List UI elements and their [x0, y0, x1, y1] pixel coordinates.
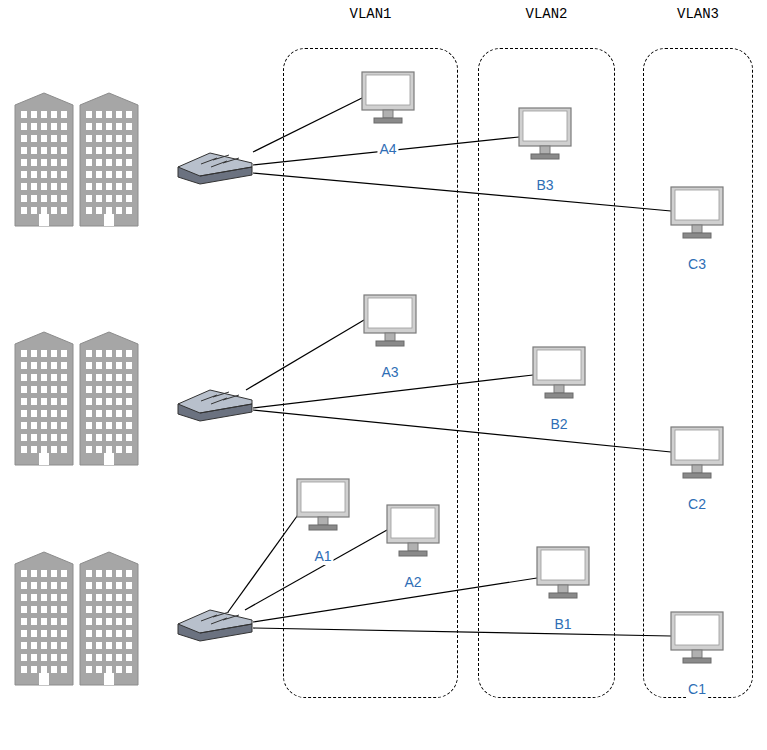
building — [80, 332, 138, 465]
building — [15, 332, 73, 465]
monitor-icon — [669, 426, 725, 484]
network-cable — [253, 578, 537, 622]
vlan-boundary — [283, 48, 458, 698]
monitor-icon — [362, 294, 418, 352]
monitor-icon — [360, 71, 416, 129]
monitor-icon — [295, 478, 351, 536]
building — [80, 552, 138, 685]
vlan-group: VLAN2B3B2B1 — [478, 5, 615, 698]
vlan-name: VLAN3 — [643, 5, 753, 23]
network-cable — [253, 137, 519, 165]
network-switch — [178, 390, 252, 421]
network-cable — [253, 410, 671, 452]
computer-label: A4 — [377, 141, 398, 158]
computer: A3 — [362, 294, 418, 392]
monitor-icon — [517, 107, 573, 165]
network-switch — [178, 153, 252, 184]
network-cable — [228, 512, 300, 612]
computer: A2 — [385, 504, 441, 602]
network-cable — [253, 173, 671, 211]
network-cable — [245, 530, 387, 610]
computer-label: C1 — [686, 681, 708, 698]
computer-label: A2 — [402, 574, 423, 591]
vlan-group: VLAN3C3C2C1 — [643, 5, 753, 698]
computer-label: A3 — [379, 364, 400, 381]
computer: A1 — [295, 478, 351, 576]
network-cable — [253, 628, 671, 636]
vlan-boundary — [643, 48, 753, 698]
vlan-group: VLAN1A4A3A1A2 — [283, 5, 458, 698]
vlan-name: VLAN2 — [478, 5, 615, 23]
computer-label: B2 — [548, 416, 569, 433]
building — [15, 93, 73, 226]
computer: B1 — [535, 546, 591, 644]
vlan-name: VLAN1 — [283, 5, 458, 23]
computer-label: B1 — [552, 616, 573, 633]
building — [15, 552, 73, 685]
computer-label: B3 — [534, 177, 555, 194]
monitor-icon — [669, 611, 725, 669]
monitor-icon — [535, 546, 591, 604]
network-switch — [178, 610, 252, 641]
monitor-icon — [531, 346, 587, 404]
building — [80, 93, 138, 226]
computer: B2 — [531, 346, 587, 444]
computer: C3 — [669, 186, 725, 284]
computer: C1 — [669, 611, 725, 709]
computer-label: C3 — [686, 256, 708, 273]
computer: B3 — [517, 107, 573, 205]
monitor-icon — [385, 504, 441, 562]
monitor-icon — [669, 186, 725, 244]
computer: C2 — [669, 426, 725, 524]
network-cable — [246, 320, 364, 390]
computer-label: C2 — [686, 496, 708, 513]
computer-label: A1 — [312, 548, 333, 565]
computer: A4 — [360, 71, 416, 169]
network-cable — [253, 98, 362, 152]
